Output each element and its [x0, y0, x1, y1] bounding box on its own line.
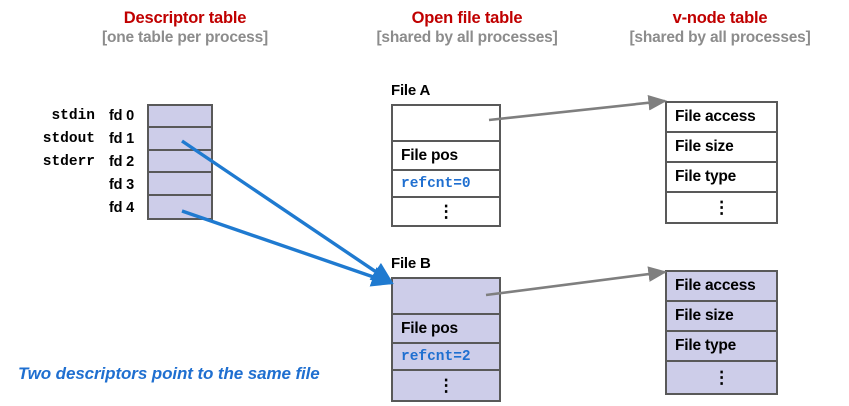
fd-label: fd 0 — [109, 107, 134, 124]
vertical-ellipsis-icon: ⋮ — [713, 367, 730, 387]
column-title: v-node table — [672, 9, 768, 27]
vnode-b-row-ellipsis[interactable]: ⋮ — [667, 362, 776, 393]
file-a-row-blank[interactable] — [393, 106, 499, 142]
file-b-row-file-pos[interactable]: File pos — [393, 315, 499, 344]
descriptor-table-cell-fd4[interactable] — [149, 196, 211, 218]
descriptor-row-label-fd0: stdin fd 0 — [0, 104, 143, 127]
descriptor-row-label-fd4: fd 4 — [0, 196, 143, 219]
file-a-row-ellipsis[interactable]: ⋮ — [393, 198, 499, 225]
vnode-a-row-file-access[interactable]: File access — [667, 103, 776, 133]
column-subtitle: [shared by all processes] — [376, 29, 558, 46]
fd-label: fd 3 — [109, 176, 134, 193]
arrow-file-a-to-vnode-a — [488, 95, 668, 122]
file-b-file-pos-label: File pos — [401, 319, 458, 337]
column-title: Open file table — [411, 9, 523, 27]
fd-label: fd 4 — [109, 199, 134, 216]
vertical-ellipsis-icon: ⋮ — [713, 197, 730, 217]
vnode-a-row-file-type[interactable]: File type — [667, 163, 776, 193]
vnode-b-row-file-type[interactable]: File type — [667, 332, 776, 362]
vnode-table-a: File access File size File type ⋮ — [665, 101, 778, 224]
descriptor-row-label-fd2: stderr fd 2 — [0, 150, 143, 173]
descriptor-table-cell-fd1[interactable] — [149, 128, 211, 151]
vnode-a-file-type-label: File type — [675, 168, 737, 185]
fd-label: fd 2 — [109, 153, 134, 170]
file-b-row-refcnt[interactable]: refcnt=2 — [393, 344, 499, 371]
file-a-file-pos-label: File pos — [401, 146, 458, 164]
arrow-fd1-to-file-b — [181, 139, 394, 284]
column-subtitle: [one table per process] — [102, 29, 268, 46]
open-file-table-a: File pos refcnt=0 ⋮ — [391, 104, 501, 227]
file-b-row-blank[interactable] — [393, 279, 499, 315]
stdin-label: stdin — [51, 107, 95, 124]
vertical-ellipsis-icon: ⋮ — [437, 375, 455, 395]
file-a-refcnt-label: refcnt=0 — [401, 175, 471, 192]
descriptor-row-label-fd1: stdout fd 1 — [0, 127, 143, 150]
file-b-caption: File B — [391, 255, 431, 272]
vnode-a-file-access-label: File access — [675, 108, 756, 125]
vnode-b-row-file-size[interactable]: File size — [667, 302, 776, 332]
file-b-row-ellipsis[interactable]: ⋮ — [393, 371, 499, 400]
vnode-table-b: File access File size File type ⋮ — [665, 270, 778, 395]
file-a-row-refcnt[interactable]: refcnt=0 — [393, 171, 499, 198]
descriptor-table-cell-fd2[interactable] — [149, 151, 211, 174]
vnode-b-file-type-label: File type — [675, 337, 737, 354]
file-b-refcnt-label: refcnt=2 — [401, 348, 471, 365]
column-heading-open-file-table: Open file table [shared by all processes… — [347, 8, 587, 48]
vnode-a-file-size-label: File size — [675, 138, 734, 155]
column-title: Descriptor table — [123, 9, 247, 27]
stdout-label: stdout — [42, 130, 95, 147]
descriptor-table-cell-fd3[interactable] — [149, 173, 211, 196]
arrow-fd4-to-file-b — [181, 209, 394, 287]
vnode-b-file-size-label: File size — [675, 307, 734, 324]
open-file-table-b: File pos refcnt=2 ⋮ — [391, 277, 501, 402]
file-a-row-file-pos[interactable]: File pos — [393, 142, 499, 171]
fd-label: fd 1 — [109, 130, 134, 147]
descriptor-table-cell-fd0[interactable] — [149, 106, 211, 129]
vertical-ellipsis-icon: ⋮ — [437, 201, 455, 221]
column-subtitle: [shared by all processes] — [629, 29, 811, 46]
arrow-file-b-to-vnode-b — [485, 266, 668, 297]
stderr-label: stderr — [42, 153, 95, 170]
vnode-a-row-file-size[interactable]: File size — [667, 133, 776, 163]
column-heading-vnode-table: v-node table [shared by all processes] — [600, 8, 840, 48]
vnode-a-row-ellipsis[interactable]: ⋮ — [667, 193, 776, 222]
file-a-caption: File A — [391, 82, 431, 99]
bottom-caption: Two descriptors point to the same file — [18, 364, 320, 383]
column-heading-descriptor-table: Descriptor table [one table per process] — [65, 8, 305, 48]
vnode-b-row-file-access[interactable]: File access — [667, 272, 776, 302]
descriptor-table — [147, 104, 213, 220]
descriptor-row-label-fd3: fd 3 — [0, 173, 143, 196]
vnode-b-file-access-label: File access — [675, 277, 756, 294]
